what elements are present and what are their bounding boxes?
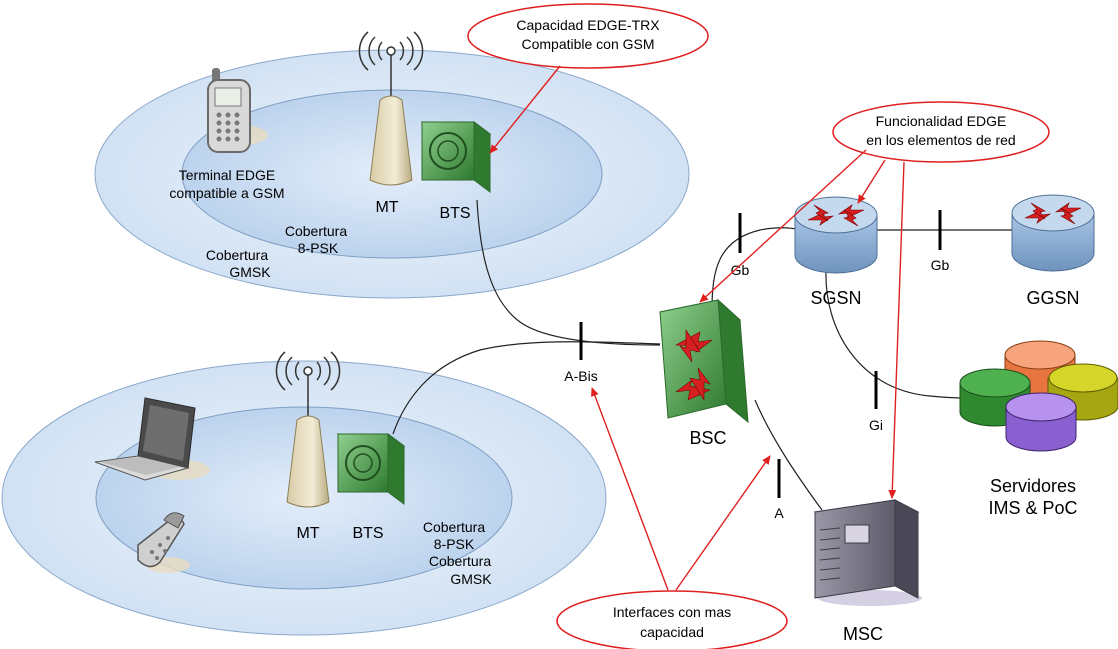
bsc-label: BSC xyxy=(689,428,726,448)
sgsn-router-icon xyxy=(794,196,878,274)
interfaces-callout xyxy=(556,590,788,649)
top-mast-icon xyxy=(369,95,413,186)
links xyxy=(392,199,1012,511)
interface-ticks xyxy=(579,210,942,498)
bsc-icon xyxy=(658,298,749,424)
top-inner-coverage-label-1: Cobertura xyxy=(285,223,347,239)
msc-label: MSC xyxy=(843,624,883,644)
top-bts-icon xyxy=(420,121,492,193)
edge-func-callout xyxy=(832,101,1050,163)
top-terminal-label-1: Terminal EDGE xyxy=(179,167,275,183)
bottom-outer-coverage-label-2: GMSK xyxy=(450,571,492,587)
laptop-icon xyxy=(94,397,210,481)
flip-phone-icon xyxy=(137,512,190,573)
edge-func-text-1: Funcionalidad EDGE xyxy=(876,113,1007,129)
bottom-cell: MT BTS Cobertura 8-PSK Cobertura GMSK xyxy=(1,351,607,636)
top-cell: Terminal EDGE compatible a GSM MT BTS Co… xyxy=(94,31,690,299)
msc-icon xyxy=(813,499,922,606)
servers-icon xyxy=(959,340,1118,452)
edge-trx-callout xyxy=(467,3,709,69)
top-outer-coverage-label-1: Cobertura xyxy=(206,247,268,263)
phone-icon xyxy=(207,68,268,153)
interfaces-text-1: Interfaces con mas xyxy=(613,604,731,620)
gb-right-label: Gb xyxy=(931,257,950,273)
interfaces-text-2: capacidad xyxy=(640,624,704,640)
sgsn-label: SGSN xyxy=(810,288,861,308)
edge-trx-text-2: Compatible con GSM xyxy=(521,36,654,52)
top-mt-label: MT xyxy=(375,199,398,216)
gi-label: Gi xyxy=(869,417,883,433)
top-outer-coverage-label-2: GMSK xyxy=(229,264,271,280)
bottom-outer-coverage-label-1: Cobertura xyxy=(429,553,491,569)
bottom-mast-icon xyxy=(286,415,330,508)
link-top-bts-bsc xyxy=(476,199,661,346)
ggsn-router-icon xyxy=(1011,194,1095,272)
top-antenna-waves-icon xyxy=(358,31,424,71)
link-sgsn-servers xyxy=(825,269,966,399)
edge-trx-text-1: Capacidad EDGE-TRX xyxy=(516,17,660,33)
top-terminal-label-2: compatible a GSM xyxy=(169,185,284,201)
servers-label-2: IMS & PoC xyxy=(988,498,1077,518)
bottom-antenna-waves-icon xyxy=(275,351,341,391)
link-bsc-sgsn xyxy=(711,227,801,311)
gb-left-label: Gb xyxy=(731,262,750,278)
a-label: A xyxy=(774,505,784,521)
bottom-inner-coverage-label-1: Cobertura xyxy=(423,519,485,535)
top-bts-label: BTS xyxy=(439,205,470,222)
servers-label-1: Servidores xyxy=(990,476,1076,496)
bottom-mt-label: MT xyxy=(296,525,319,542)
link-bsc-msc xyxy=(754,399,823,511)
bottom-bts-label: BTS xyxy=(352,525,383,542)
red-arrows xyxy=(489,65,905,591)
ggsn-label: GGSN xyxy=(1026,288,1079,308)
annotations: Capacidad EDGE-TRX Compatible con GSM Fu… xyxy=(467,3,1050,649)
top-inner-coverage-label-2: 8-PSK xyxy=(298,240,339,256)
bottom-inner-coverage-label-2: 8-PSK xyxy=(434,536,475,552)
abis-label: A-Bis xyxy=(564,368,597,384)
link-bottom-bts-bsc xyxy=(392,341,661,435)
bottom-bts-icon xyxy=(336,433,406,505)
edge-func-text-2: en los elementos de red xyxy=(866,132,1015,148)
